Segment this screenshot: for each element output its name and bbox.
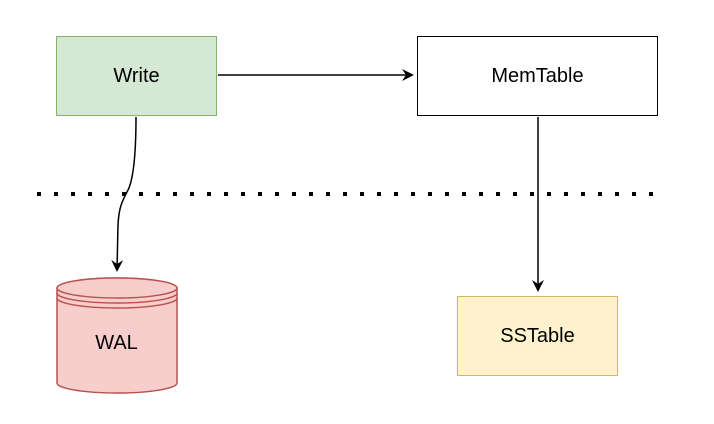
wal-label: WAL — [95, 331, 138, 354]
wal-database-cylinder — [56, 277, 178, 394]
edge-write-to-wal — [111, 116, 137, 272]
write-node: Write — [56, 36, 217, 116]
sstable-node: SSTable — [457, 296, 618, 376]
memtable-node: MemTable — [417, 36, 658, 116]
